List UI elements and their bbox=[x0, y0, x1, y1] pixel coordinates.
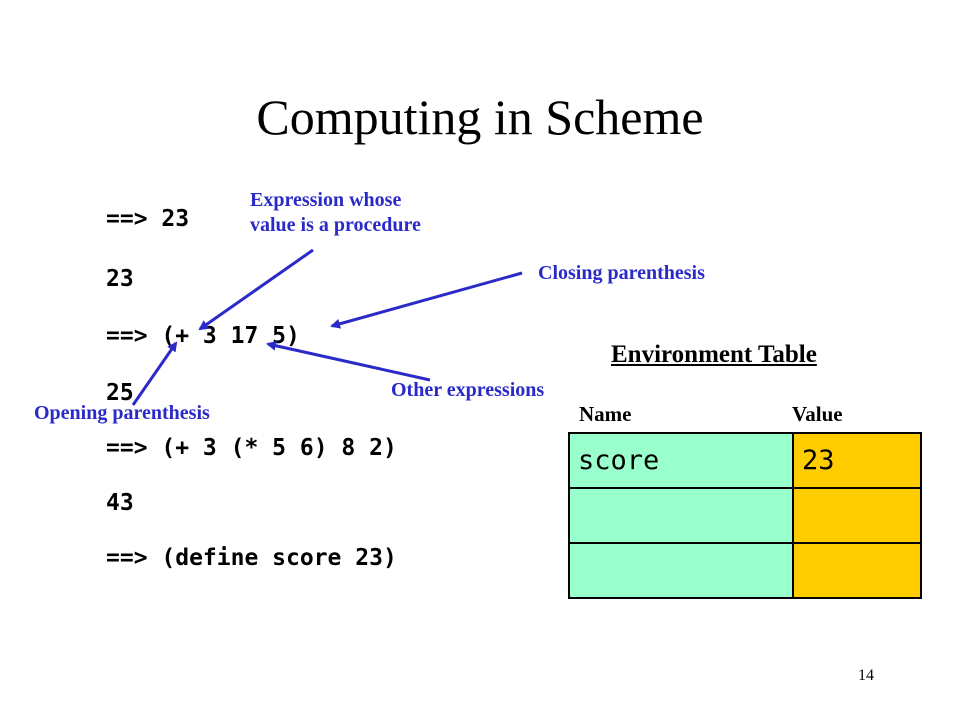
value-cell bbox=[792, 542, 922, 599]
code-line: 25 bbox=[106, 380, 134, 406]
arrow-to-closing-paren bbox=[330, 271, 523, 329]
value-cell bbox=[792, 487, 922, 544]
code-line: ==> (+ 3 (* 5 6) 8 2) bbox=[106, 435, 397, 461]
environment-table-heading: Environment Table bbox=[611, 341, 817, 368]
slide-title: Computing in Scheme bbox=[256, 89, 704, 145]
name-cell bbox=[568, 487, 794, 544]
name-column-header: Name bbox=[579, 402, 632, 426]
code-line: 23 bbox=[106, 266, 134, 292]
annotation-closing-parenthesis: Closing parenthesis bbox=[538, 262, 705, 284]
code-line: ==> 23 bbox=[106, 206, 190, 232]
arrow-to-other-expressions bbox=[266, 340, 431, 382]
annotation-other-expressions: Other expressions bbox=[391, 379, 545, 401]
name-cell bbox=[568, 542, 794, 599]
table-row bbox=[568, 542, 922, 599]
arrow-to-opening-paren bbox=[131, 341, 178, 406]
code-line: ==> (define score 23) bbox=[106, 545, 397, 571]
value-column-header: Value bbox=[792, 402, 843, 426]
annotation-procedure-expression: Expression whose value is a procedure bbox=[250, 189, 421, 236]
table-row: score 23 bbox=[568, 432, 922, 489]
environment-table: score 23 bbox=[568, 432, 922, 599]
annotation-opening-parenthesis: Opening parenthesis bbox=[34, 402, 210, 424]
page-number: 14 bbox=[858, 667, 874, 684]
value-cell: 23 bbox=[792, 432, 922, 489]
table-row bbox=[568, 487, 922, 544]
code-line: ==> (+ 3 17 5) bbox=[106, 323, 300, 349]
name-cell: score bbox=[568, 432, 794, 489]
arrow-to-procedure bbox=[198, 248, 314, 331]
code-line: 43 bbox=[106, 490, 134, 516]
